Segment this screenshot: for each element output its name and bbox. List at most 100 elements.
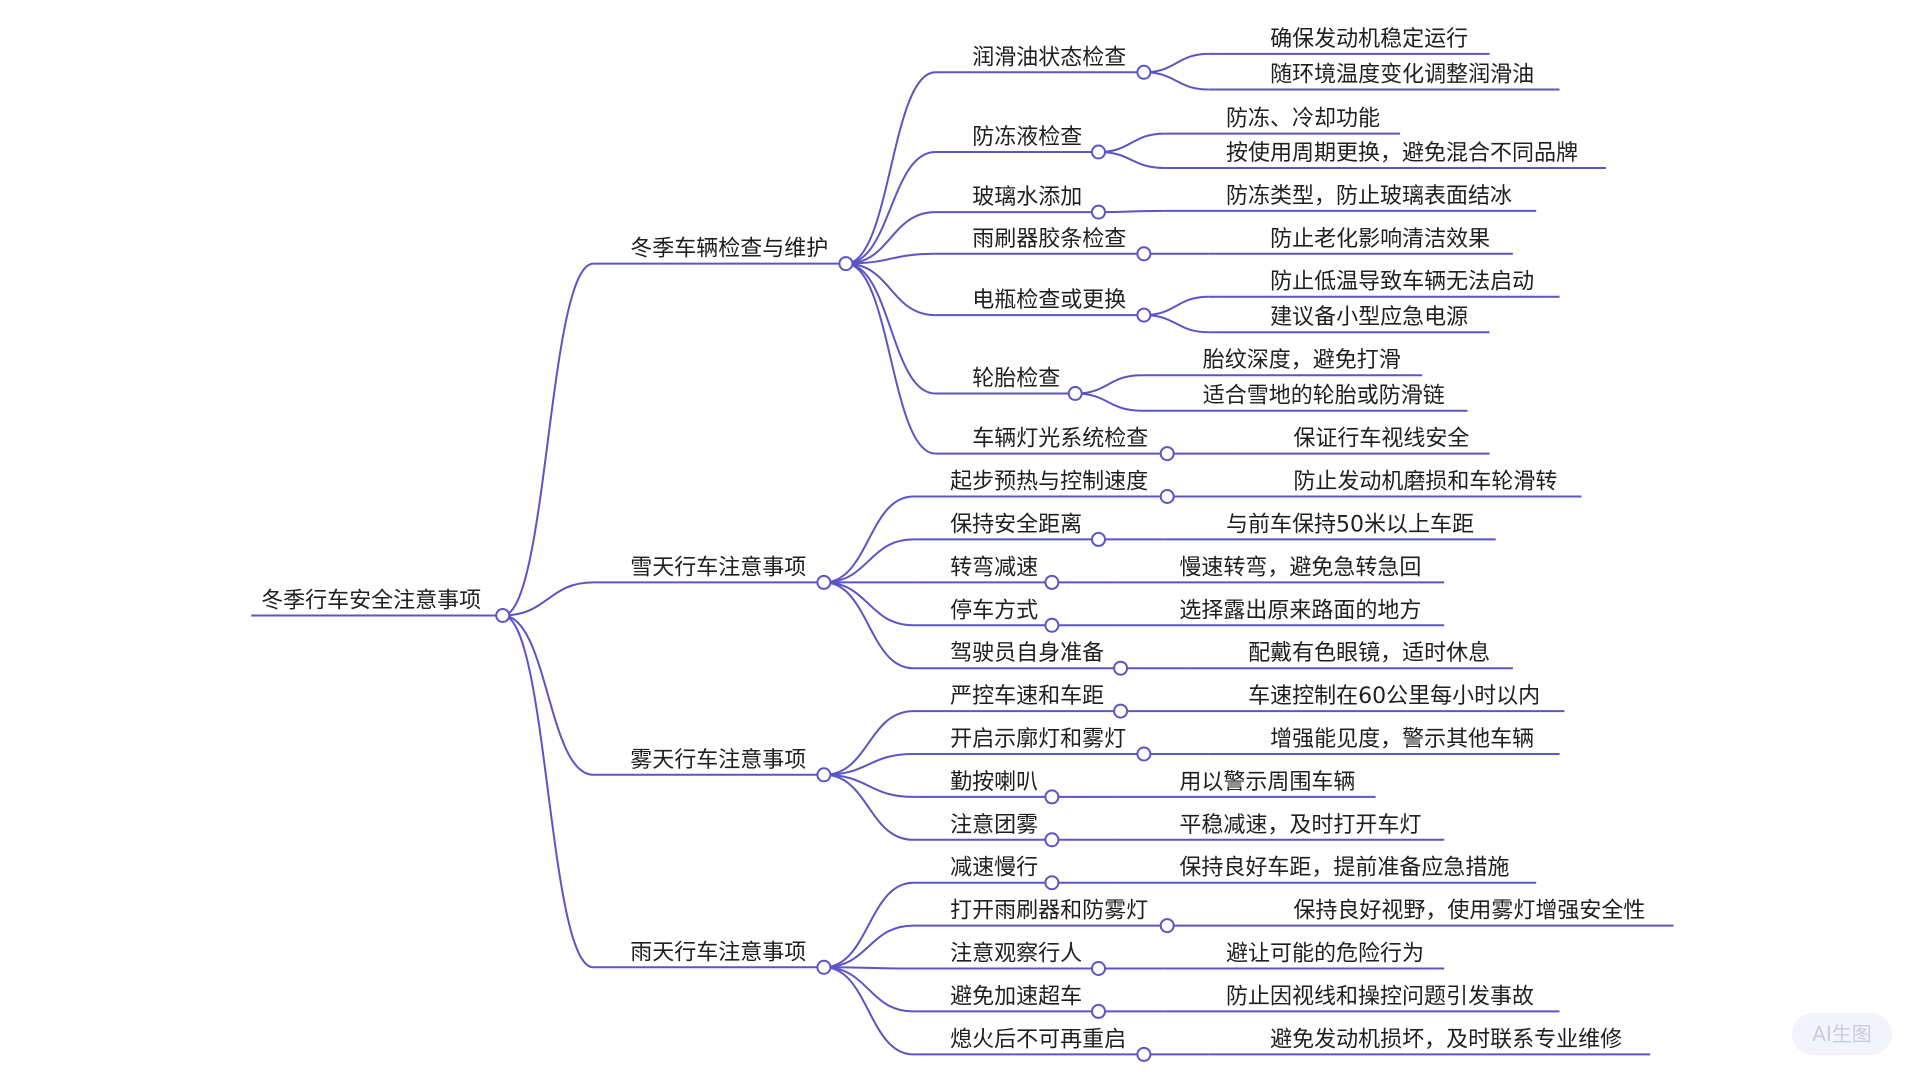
subtopic-node-label: 减速慢行 — [950, 856, 1038, 881]
connector-line — [823, 966, 914, 1013]
subtopic-node-toggle[interactable] — [1091, 204, 1106, 220]
subtopic-node-toggle[interactable] — [1136, 307, 1152, 323]
subtopic-node-toggle[interactable] — [1044, 574, 1060, 590]
root-node-toggle[interactable] — [495, 608, 511, 623]
subtopic-node-toggle[interactable] — [1091, 1003, 1106, 1019]
connector-line — [823, 773, 914, 841]
leaf-node-label: 防冻类型，防止玻璃表面结冰 — [1226, 184, 1512, 209]
subtopic-node-toggle[interactable] — [1067, 386, 1083, 401]
leaf-node-label: 避免发动机损坏，及时联系专业维修 — [1270, 1027, 1622, 1052]
subtopic-node-toggle[interactable] — [1159, 489, 1175, 504]
connector-line — [845, 262, 936, 455]
connector-line — [1143, 71, 1209, 91]
subtopic-node-label: 轮胎检查 — [972, 367, 1060, 392]
leaf-node-label: 防止发动机磨损和车轮滑转 — [1293, 470, 1557, 495]
connector-line — [1143, 314, 1209, 334]
subtopic-node-toggle[interactable] — [1136, 64, 1152, 80]
leaf-node-label: 车速控制在60公里每小时以内 — [1248, 684, 1540, 709]
subtopic-node-toggle[interactable] — [1113, 660, 1129, 676]
subtopic-node-toggle[interactable] — [1091, 144, 1106, 160]
connector-line — [845, 252, 936, 265]
connector-line — [1075, 374, 1142, 395]
subtopic-node-toggle[interactable] — [1044, 617, 1060, 633]
topic-node-toggle[interactable] — [816, 767, 832, 783]
leaf-node-label: 平稳减速，及时打开车灯 — [1179, 813, 1421, 838]
leaf-node-label: 慢速转弯，避免急转急回 — [1179, 555, 1421, 580]
subtopic-node-label: 熄火后不可再重启 — [950, 1027, 1126, 1052]
leaf-node-label: 配戴有色眼镜，适时休息 — [1248, 641, 1490, 666]
leaf-node-label: 防冻、冷却功能 — [1226, 107, 1380, 132]
connector-line — [845, 262, 936, 395]
subtopic-node-toggle[interactable] — [1159, 918, 1175, 934]
connector-line — [845, 71, 936, 265]
subtopic-node-label: 保持安全距离 — [950, 512, 1082, 537]
subtopic-node-label: 起步预热与控制速度 — [950, 470, 1148, 495]
leaf-node-label: 防止低温导致车辆无法启动 — [1270, 270, 1534, 295]
topic-node-label: 冬季车辆检查与维护 — [630, 237, 828, 262]
leaf-node-label: 保持良好视野，使用雾灯增强安全性 — [1293, 899, 1645, 924]
connector-line — [502, 614, 594, 969]
connector-line — [823, 581, 914, 627]
leaf-node-label: 按使用周期更换，避免混合不同品牌 — [1226, 141, 1578, 166]
subtopic-node-toggle[interactable] — [1136, 1046, 1152, 1062]
leaf-node-label: 建议备小型应急电源 — [1270, 305, 1468, 330]
connector-line — [823, 710, 914, 776]
connector-line — [823, 495, 914, 584]
leaf-node-label: 增强能见度，警示其他车辆 — [1270, 727, 1534, 752]
subtopic-node-toggle[interactable] — [1091, 531, 1106, 547]
connector-line — [823, 881, 914, 969]
subtopic-node-toggle[interactable] — [1159, 446, 1175, 462]
subtopic-node-label: 电瓶检查或更换 — [972, 288, 1126, 313]
connector-line — [845, 262, 936, 317]
subtopic-node-label: 开启示廓灯和雾灯 — [950, 727, 1126, 752]
subtopic-node-label: 玻璃水添加 — [972, 185, 1082, 210]
leaf-node-label: 用以警示周围车辆 — [1179, 770, 1355, 795]
subtopic-node-toggle[interactable] — [1044, 832, 1060, 848]
subtopic-node-label: 勤按喇叭 — [950, 770, 1038, 795]
connector-line — [823, 538, 914, 584]
ai-generated-watermark: AI生图 — [1792, 1013, 1892, 1055]
subtopic-node-label: 避免加速超车 — [950, 984, 1082, 1009]
topic-node-toggle[interactable] — [816, 959, 832, 975]
connector-line — [823, 753, 914, 776]
subtopic-node-label: 停车方式 — [950, 598, 1038, 623]
connector-line — [823, 773, 914, 798]
subtopic-node-label: 防冻液检查 — [972, 125, 1082, 150]
connector-line — [1143, 295, 1209, 317]
connector-line — [1075, 392, 1142, 412]
connector-line — [1098, 132, 1165, 153]
connector-line — [823, 966, 914, 1056]
subtopic-node-toggle[interactable] — [1136, 246, 1152, 262]
leaf-node-label: 防止因视线和操控问题引发事故 — [1226, 984, 1534, 1009]
subtopic-node-label: 打开雨刷器和防雾灯 — [950, 899, 1148, 924]
topic-node-label: 雪天行车注意事项 — [630, 555, 806, 580]
leaf-node-label: 胎纹深度，避免打滑 — [1203, 348, 1401, 373]
root-node-label: 冬季行车安全注意事项 — [261, 589, 481, 614]
subtopic-node-label: 注意团雾 — [950, 813, 1038, 838]
topic-node-toggle[interactable] — [816, 574, 832, 590]
subtopic-node-label: 注意观察行人 — [950, 942, 1082, 967]
subtopic-node-toggle[interactable] — [1136, 746, 1152, 762]
subtopic-node-toggle[interactable] — [1044, 789, 1060, 805]
topic-node-toggle[interactable] — [838, 256, 854, 272]
subtopic-node-toggle[interactable] — [1113, 703, 1129, 719]
topic-node-label: 雾天行车注意事项 — [630, 748, 806, 773]
leaf-node-label: 与前车保持50米以上车距 — [1226, 512, 1474, 537]
leaf-node-label: 保证行车视线安全 — [1293, 427, 1469, 452]
subtopic-node-toggle[interactable] — [1091, 961, 1106, 976]
connector-line — [845, 151, 936, 265]
leaf-node-label: 保持良好车距，提前准备应急措施 — [1179, 856, 1509, 881]
leaf-node-label: 选择露出原来路面的地方 — [1179, 598, 1421, 623]
connector-line — [823, 924, 914, 969]
connector-line — [823, 581, 914, 670]
subtopic-node-toggle[interactable] — [1044, 875, 1060, 891]
leaf-node-label: 避让可能的危险行为 — [1226, 942, 1424, 967]
connector-line — [1098, 209, 1165, 214]
connector-line — [502, 614, 594, 776]
leaf-node-label: 随环境温度变化调整润滑油 — [1270, 63, 1534, 88]
subtopic-node-label: 驾驶员自身准备 — [950, 641, 1104, 666]
leaf-node-label: 防止老化影响清洁效果 — [1270, 227, 1490, 252]
subtopic-node-label: 润滑油状态检查 — [972, 45, 1126, 70]
connector-line — [845, 211, 936, 265]
